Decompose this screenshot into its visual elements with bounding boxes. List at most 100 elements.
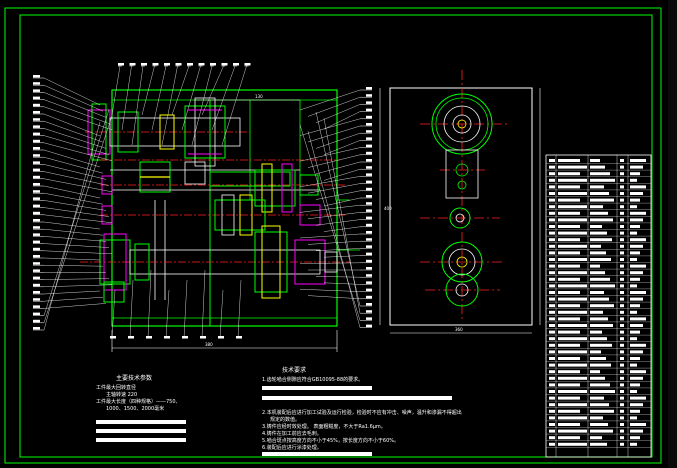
leader-right bbox=[307, 123, 372, 143]
inner-frame bbox=[19, 14, 653, 458]
redacted-bar-6 bbox=[262, 452, 372, 456]
vertical-scrollbar[interactable] bbox=[668, 0, 677, 468]
table-row bbox=[546, 258, 651, 263]
table-row bbox=[546, 185, 651, 191]
table-row bbox=[546, 192, 651, 197]
parameters-line-1: 工件最大回转直径 bbox=[96, 385, 136, 391]
leader-right bbox=[299, 144, 372, 162]
shaft-2 bbox=[100, 159, 340, 193]
leader-left bbox=[33, 255, 101, 261]
table-row bbox=[546, 350, 651, 356]
table-row bbox=[546, 383, 651, 389]
table-row bbox=[546, 436, 651, 441]
parameters-line-1b-text: 主轴转速 bbox=[106, 392, 127, 398]
leader-left bbox=[33, 219, 101, 230]
leader-left bbox=[33, 211, 113, 223]
leader-right bbox=[299, 87, 372, 111]
table-row bbox=[546, 416, 651, 422]
leader-right bbox=[315, 130, 372, 149]
table-row bbox=[546, 357, 651, 362]
leader-left bbox=[33, 111, 101, 137]
table-row bbox=[546, 277, 651, 283]
leader-left bbox=[33, 109, 110, 316]
leader-left bbox=[33, 147, 101, 168]
table-row bbox=[546, 317, 651, 323]
redacted-bar-3 bbox=[96, 438, 186, 442]
table-row bbox=[546, 251, 651, 257]
leader-left bbox=[33, 161, 107, 180]
table-row bbox=[546, 390, 651, 395]
middle-bearing bbox=[449, 207, 471, 229]
table-row bbox=[546, 343, 651, 349]
upper-flange bbox=[431, 93, 493, 155]
leader-left bbox=[33, 290, 101, 295]
leader-top bbox=[151, 63, 170, 131]
leader-top bbox=[211, 63, 239, 131]
requirement-4: 4.铸件在加工前应去毛刺。 bbox=[262, 431, 322, 437]
leader-left bbox=[33, 89, 107, 118]
leader-left bbox=[33, 115, 113, 324]
table-row bbox=[546, 337, 651, 342]
parameters-line-1c-text: 220 bbox=[127, 392, 138, 398]
table-row bbox=[546, 211, 651, 217]
table-row bbox=[546, 264, 651, 270]
side-view-housing bbox=[389, 87, 533, 326]
leader-left bbox=[33, 125, 107, 149]
table-row bbox=[546, 284, 651, 290]
table-row bbox=[546, 396, 651, 402]
table-row bbox=[546, 291, 651, 296]
leader-bottom bbox=[182, 279, 188, 339]
table-row bbox=[546, 178, 651, 184]
leader-left bbox=[33, 103, 113, 130]
leader-right bbox=[299, 115, 372, 136]
dimension-lines bbox=[111, 99, 338, 352]
leader-bottom bbox=[236, 279, 242, 339]
leader-top bbox=[221, 63, 251, 146]
redacted-bar-4 bbox=[262, 386, 372, 390]
leader-right bbox=[323, 108, 372, 130]
parameters-line-2: 工件最大长度（四种规格）——750、 bbox=[96, 399, 181, 405]
leader-top bbox=[161, 63, 182, 146]
table-row bbox=[546, 244, 651, 250]
parameters-line-1b: 主轴转速 220 bbox=[106, 392, 137, 398]
redacted-bar-5 bbox=[262, 396, 452, 400]
leader-right bbox=[315, 245, 372, 251]
leader-left bbox=[33, 183, 101, 199]
parameters-title: 主要技术参数 bbox=[116, 375, 153, 382]
top-width-dimension: 130 bbox=[255, 94, 263, 99]
leader-right bbox=[299, 259, 372, 264]
leader-top bbox=[171, 63, 193, 116]
table-row bbox=[546, 310, 651, 316]
leader-bottom bbox=[218, 289, 224, 339]
requirement-3: 3.铸件应经时效处理。 表面粗糙度，不大于Ra1.6μm。 bbox=[262, 424, 386, 430]
leader-left bbox=[33, 96, 110, 124]
leader-right bbox=[323, 166, 372, 181]
leader-left bbox=[33, 303, 107, 309]
leader-top bbox=[181, 63, 205, 131]
leader-top bbox=[191, 63, 216, 146]
lower-flange bbox=[441, 241, 483, 283]
leader-left bbox=[33, 247, 113, 254]
leader-top bbox=[121, 63, 136, 131]
parameters-line-3: 1000、1500、2000毫米 bbox=[106, 406, 165, 412]
table-row bbox=[546, 297, 651, 303]
requirement-5: 5.啮合斑点按高度方向不小于45%，按长度方向不小于60%。 bbox=[262, 438, 399, 444]
requirement-1: 1.齿轮啮合侧隙应符合GB10095-88的要求。 bbox=[262, 377, 364, 383]
leader-left bbox=[33, 139, 113, 161]
leader-bottom bbox=[128, 279, 134, 339]
leader-left bbox=[33, 168, 110, 186]
leader-right bbox=[323, 137, 372, 155]
leader-right bbox=[307, 209, 372, 219]
parameters-line-1-text: 工件最大回转直径 bbox=[96, 385, 137, 391]
side-view: 360 400 bbox=[379, 70, 541, 334]
leader-left bbox=[33, 226, 104, 236]
leader-right bbox=[307, 238, 372, 245]
leader-left bbox=[33, 262, 104, 267]
table-row bbox=[546, 324, 651, 329]
leader-right bbox=[299, 124, 372, 321]
leader-left bbox=[33, 82, 104, 112]
table-row bbox=[546, 172, 651, 177]
table-row bbox=[546, 205, 651, 210]
leader-top bbox=[131, 63, 147, 146]
